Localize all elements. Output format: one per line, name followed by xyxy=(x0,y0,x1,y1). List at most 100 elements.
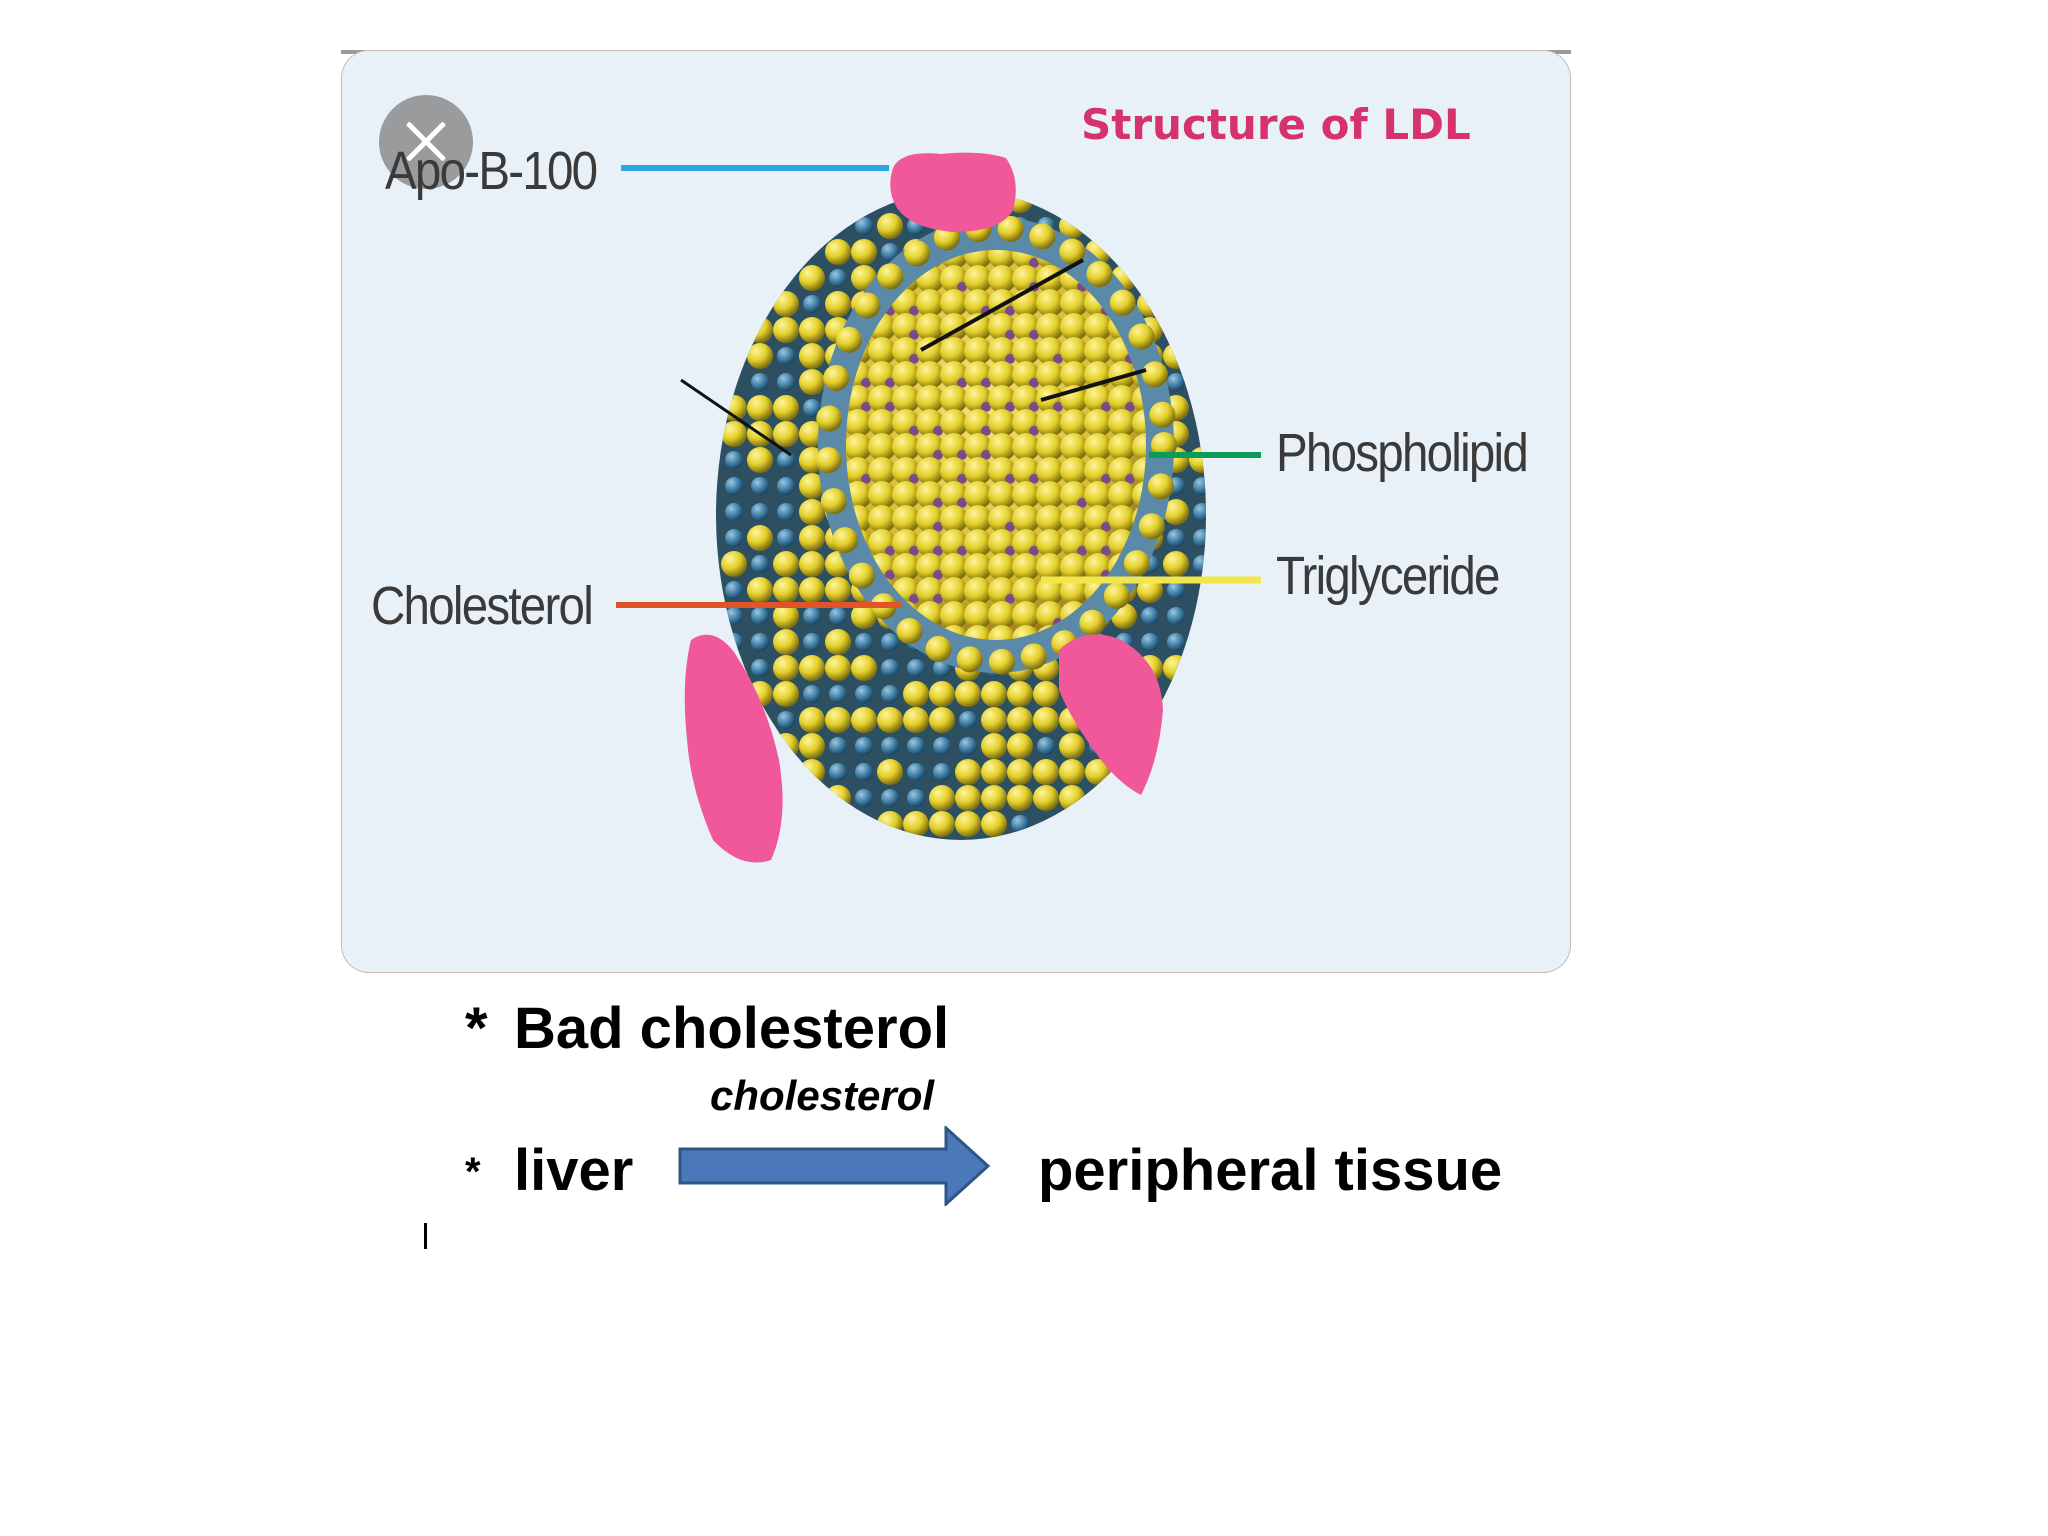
label-cholesterol: Cholesterol xyxy=(371,576,594,636)
phospholipid-head xyxy=(1037,737,1055,755)
triglyceride-ball xyxy=(1060,553,1088,581)
phospholipid-head xyxy=(881,737,899,755)
cholesterol-ball xyxy=(825,629,851,655)
triglyceride-ball xyxy=(940,505,968,533)
bullet-marker-1: * xyxy=(465,996,488,1061)
triglyceride-ball xyxy=(1012,433,1040,461)
phospholipid-head xyxy=(907,737,925,755)
phospholipid-head xyxy=(725,581,743,599)
triglyceride-ball xyxy=(964,481,992,509)
triglyceride-ball xyxy=(846,409,872,437)
phospholipid-head xyxy=(1193,529,1206,547)
cholesterol-ball xyxy=(929,811,955,837)
cholesteryl-ester-dot xyxy=(933,570,943,580)
triglyceride-ball xyxy=(1036,481,1064,509)
ring-lipid-ball xyxy=(896,618,923,645)
triglyceride-ball xyxy=(892,385,920,413)
triglyceride-ball xyxy=(1012,481,1040,509)
text-cursor xyxy=(424,1223,427,1249)
phospholipid-head xyxy=(725,451,743,469)
cholesteryl-ester-dot xyxy=(1029,402,1039,412)
peripheral-tissue-text: peripheral tissue xyxy=(1038,1138,1503,1203)
cholesteryl-ester-dot xyxy=(909,426,919,436)
phospholipid-head xyxy=(777,451,795,469)
ring-lipid-ball xyxy=(1079,609,1106,636)
phospholipid-head xyxy=(829,737,847,755)
phospholipid-head xyxy=(855,737,873,755)
ring-lipid-ball xyxy=(997,215,1024,242)
triglyceride-ball xyxy=(1060,457,1088,485)
cholesteryl-ester-dot xyxy=(909,546,919,556)
cholesterol-ball xyxy=(799,499,825,525)
liver-text: liver xyxy=(514,1138,634,1203)
cholesteryl-ester-dot xyxy=(981,426,991,436)
phospholipid-head xyxy=(751,607,769,625)
phospholipid-head xyxy=(855,685,873,703)
cholesteryl-ester-dot xyxy=(981,402,991,412)
bad-cholesterol-text: Bad cholesterol xyxy=(514,996,950,1061)
triglyceride-ball xyxy=(1036,553,1064,581)
triglyceride-ball xyxy=(1084,433,1112,461)
cholesterol-ball xyxy=(851,603,877,629)
right-arrow-icon xyxy=(678,1126,991,1206)
cholesteryl-ester-dot xyxy=(1053,354,1063,364)
triglyceride-ball xyxy=(940,409,968,437)
cholesteryl-ester-dot xyxy=(933,426,943,436)
cholesterol-ball xyxy=(981,733,1007,759)
cholesteryl-ester-dot xyxy=(933,450,943,460)
triglyceride-ball xyxy=(916,289,944,317)
cholesteryl-ester-dot xyxy=(885,546,895,556)
triglyceride-ball xyxy=(892,433,920,461)
triglyceride-ball xyxy=(1012,601,1040,629)
phospholipid-head xyxy=(959,737,977,755)
phospholipid-head xyxy=(751,373,769,391)
phospholipid-head xyxy=(725,529,743,547)
cholesterol-ball xyxy=(799,707,825,733)
triglyceride-ball xyxy=(964,553,992,581)
close-icon[interactable] xyxy=(379,95,473,189)
ring-lipid-ball xyxy=(848,562,875,589)
triglyceride-ball xyxy=(1132,433,1146,461)
triglyceride-ball xyxy=(868,457,896,485)
ldl-particle-illustration xyxy=(616,152,1261,863)
triglyceride-ball xyxy=(1108,409,1136,437)
phospholipid-head xyxy=(855,633,873,651)
triglyceride-ball xyxy=(988,265,1016,293)
phospholipid-head xyxy=(907,789,925,807)
triglyceride-ball xyxy=(1060,577,1088,605)
cholesterol-ball xyxy=(825,291,851,317)
cholesterol-ball xyxy=(1007,681,1033,707)
cholesteryl-ester-dot xyxy=(1029,330,1039,340)
cholesteryl-ester-dot xyxy=(1029,546,1039,556)
cholesterol-ball xyxy=(1033,707,1059,733)
phospholipid-head xyxy=(777,347,795,365)
ring-lipid-ball xyxy=(1059,238,1086,265)
ring-lipid-ball xyxy=(925,635,952,662)
triglyceride-ball xyxy=(892,553,920,581)
phospholipid-head xyxy=(881,789,899,807)
cholesterol-ball xyxy=(981,785,1007,811)
cholesterol-ball xyxy=(1007,707,1033,733)
cholesteryl-ester-dot xyxy=(1005,546,1015,556)
triglyceride-ball xyxy=(846,433,872,461)
phospholipid-head xyxy=(777,711,795,729)
cholesterol-ball xyxy=(903,681,929,707)
phospholipid-head xyxy=(751,555,769,573)
cholesteryl-ester-dot xyxy=(957,474,967,484)
bullet-marker-2: * xyxy=(465,1150,481,1194)
cholesteryl-ester-dot xyxy=(909,474,919,484)
phospholipid-head xyxy=(1167,529,1185,547)
ring-lipid-ball xyxy=(1147,473,1174,500)
cholesterol-ball xyxy=(773,395,799,421)
triglyceride-ball xyxy=(964,457,992,485)
triglyceride-ball xyxy=(868,337,896,365)
cholesterol-ball xyxy=(825,577,851,603)
phospholipid-head xyxy=(751,503,769,521)
ring-lipid-ball xyxy=(836,326,863,353)
cholesterol-ball xyxy=(955,681,981,707)
cholesterol-ball xyxy=(825,785,851,811)
cholesteryl-ester-dot xyxy=(1101,474,1111,484)
cholesteryl-ester-dot xyxy=(1029,378,1039,388)
triglyceride-ball xyxy=(988,601,1016,629)
triglyceride-ball xyxy=(916,337,944,365)
